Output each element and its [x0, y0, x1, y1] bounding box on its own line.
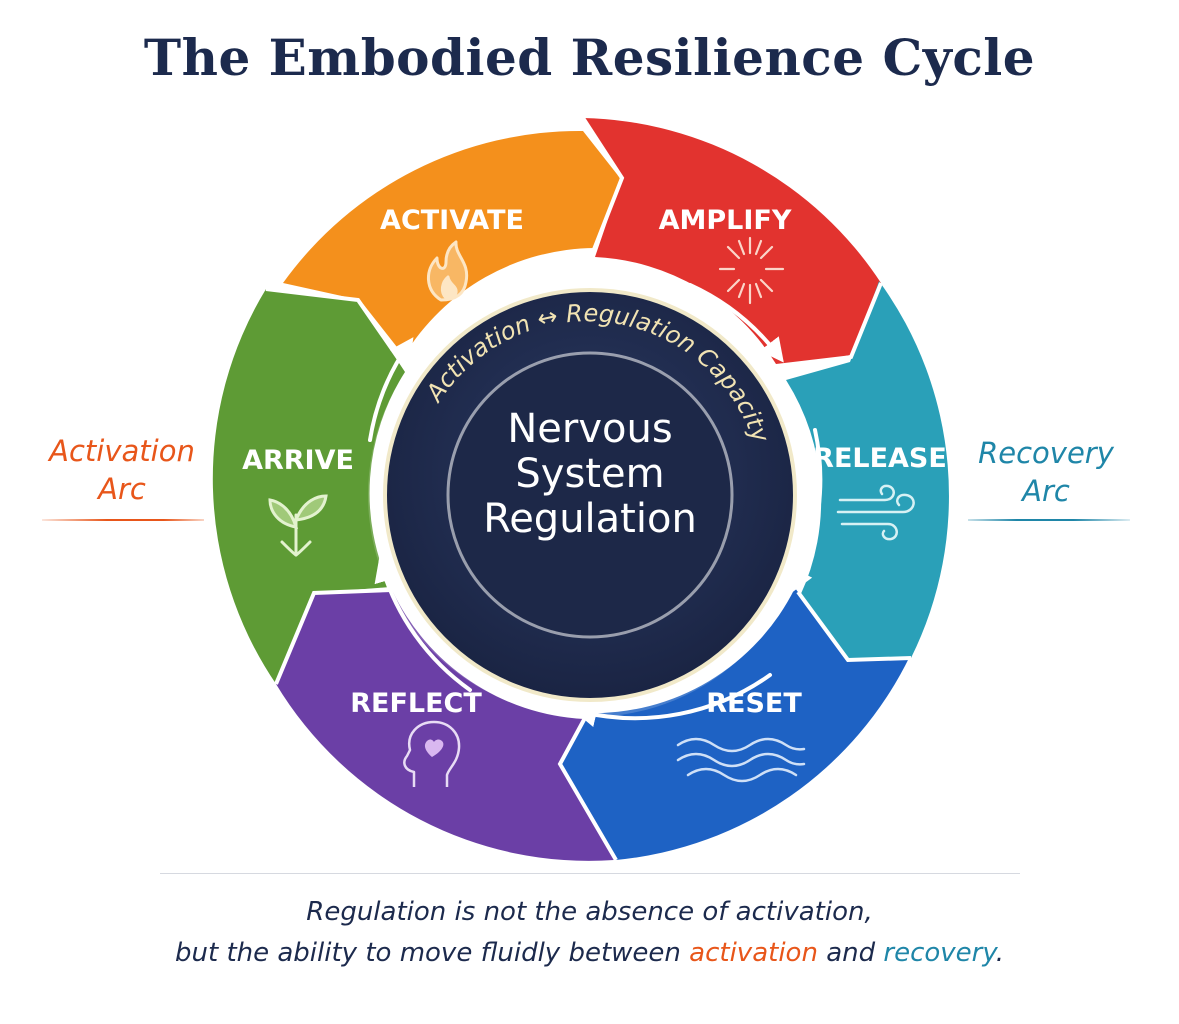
- flame-icon: [427, 240, 469, 302]
- center-title-line3: Regulation: [483, 496, 697, 542]
- arrow-arrive-to-activate: [368, 337, 414, 442]
- page-title: The Embodied Resilience Cycle: [143, 28, 1036, 87]
- caption-line2: but the ability to move fluidly between …: [0, 938, 1179, 968]
- center-title-line2: System: [515, 451, 664, 497]
- stage-label-reset: RESET: [706, 688, 802, 719]
- stage-label-amplify: AMPLIFY: [659, 205, 792, 236]
- activation-arc-label: Activation Arc: [12, 432, 232, 508]
- arrow-reflect-to-arrive: [374, 557, 472, 692]
- cycle-segments: [212, 116, 949, 862]
- segment-release[interactable]: [786, 281, 949, 660]
- recovery-arc-rule: [968, 519, 1130, 521]
- activation-arc-rule: [42, 519, 204, 521]
- center-title-line1: Nervous: [507, 406, 672, 452]
- caption-line1: Regulation is not the absence of activat…: [306, 897, 873, 927]
- segment-arrive[interactable]: [212, 289, 405, 684]
- arrow-activate-to-amplify: [478, 249, 595, 287]
- activation-arc-line2: Arc: [98, 472, 146, 506]
- stage-label-arrive: ARRIVE: [242, 445, 354, 476]
- stage-label-reflect: REFLECT: [350, 688, 482, 719]
- head-heart-icon: [403, 720, 461, 787]
- arrow-release-to-reset: [790, 428, 823, 594]
- segment-amplify[interactable]: [583, 118, 881, 364]
- caption-line2-start: but the ability to move fluidly between: [175, 938, 690, 968]
- segment-activate[interactable]: [283, 130, 620, 356]
- recovery-arc-label: Recovery Arc: [936, 434, 1156, 510]
- sunburst-icon: [718, 236, 785, 305]
- arrow-amplify-to-release: [688, 283, 784, 363]
- recovery-arc-line1: Recovery: [978, 436, 1114, 470]
- activation-arc-line1: Activation: [49, 434, 195, 468]
- stage-label-activate: ACTIVATE: [380, 205, 524, 236]
- arrow-reset-to-reflect: [572, 673, 772, 727]
- caption-line2-end: .: [995, 938, 1004, 968]
- caption-divider: [160, 873, 1020, 874]
- cycle-arrows: [368, 249, 823, 727]
- caption-recovery-word: recovery: [883, 938, 996, 968]
- waves-icon: [676, 737, 806, 783]
- caption-line2-middle: and: [817, 938, 884, 968]
- stage-label-release: RELEASE: [813, 443, 947, 474]
- recovery-arc-line2: Arc: [1022, 474, 1070, 508]
- wind-icon: [836, 484, 915, 541]
- caption-activation-word: activation: [689, 938, 818, 968]
- sprout-icon: [268, 494, 328, 557]
- segment-reset[interactable]: [560, 588, 910, 860]
- center-core: [446, 351, 734, 639]
